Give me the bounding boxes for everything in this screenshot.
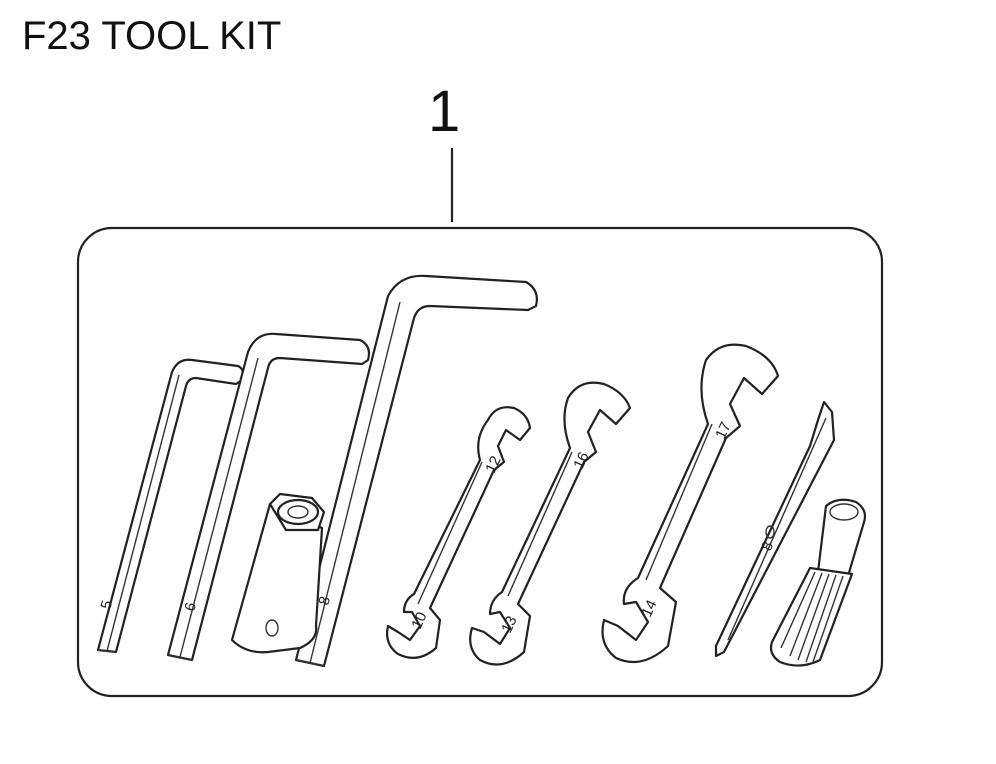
wrench-10-label: 10 xyxy=(408,609,430,631)
wrench-13-label: 13 xyxy=(498,613,520,635)
wrench-17-label: 17 xyxy=(712,419,734,441)
screwdriver-shaft-icon: 8 xyxy=(714,400,836,658)
screwdriver-handle-icon xyxy=(769,498,867,667)
wrench-17-14-icon: 17 14 xyxy=(601,343,780,664)
hex-key-6-icon: 6 xyxy=(166,332,371,662)
wrench-12-10-icon: 12 10 xyxy=(386,406,532,659)
wrench-16-13-icon: 16 13 xyxy=(469,381,632,666)
page-title: F23 TOOL KIT xyxy=(22,14,282,58)
callout-number: 1 xyxy=(428,79,461,144)
socket-spanner-icon xyxy=(230,492,326,654)
wrench-16-label: 16 xyxy=(570,449,592,471)
hex-key-8-icon: 8 xyxy=(294,274,538,668)
wrench-14-label: 14 xyxy=(638,597,660,619)
wrench-12-label: 12 xyxy=(482,453,504,475)
